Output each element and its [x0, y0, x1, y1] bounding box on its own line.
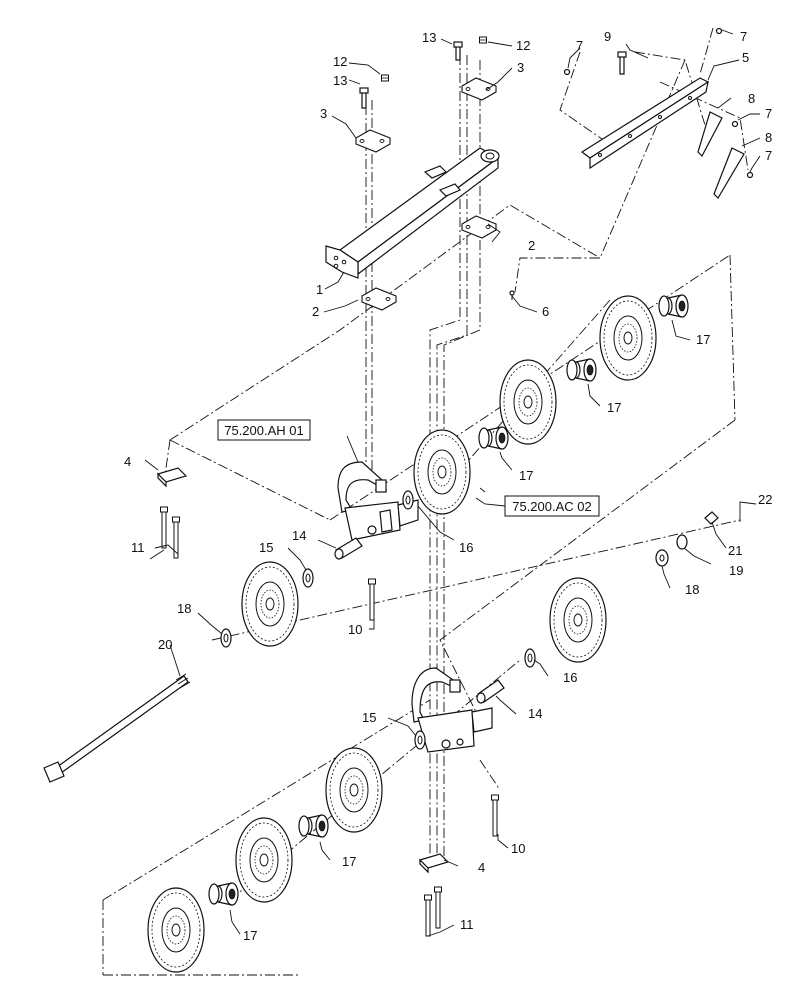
leader-lines [144, 29, 761, 937]
callout-17: 17 [696, 332, 710, 347]
lower-discs [147, 577, 607, 973]
callout-17: 17 [519, 468, 533, 483]
callout-7: 7 [765, 148, 772, 163]
callout-16: 16 [563, 670, 577, 685]
callout-11: 11 [460, 917, 474, 932]
upper-shaft-pin [334, 537, 363, 560]
callout-numbers: 1 2 2 3 3 4 4 5 6 7 7 7 7 8 8 9 10 10 11… [124, 29, 772, 943]
callout-9: 9 [604, 29, 611, 44]
main-frame-tube [325, 147, 500, 279]
callout-2: 2 [312, 304, 319, 319]
callout-8: 8 [765, 130, 772, 145]
callout-15: 15 [259, 540, 273, 555]
callout-4: 4 [124, 454, 131, 469]
callout-10: 10 [511, 841, 525, 856]
callout-7: 7 [765, 106, 772, 121]
reference-box-ah[interactable]: 75.200.AH 01 [217, 419, 311, 441]
small-nuts [563, 27, 754, 179]
callout-12: 12 [516, 38, 530, 53]
callout-3: 3 [320, 106, 327, 121]
lower-hanger-arm [411, 667, 493, 753]
reference-label-ah[interactable]: 75.200.AH 01 [224, 423, 304, 438]
callout-12: 12 [333, 54, 347, 69]
callout-14: 14 [528, 706, 542, 721]
callout-10: 10 [348, 622, 362, 637]
callout-13: 13 [422, 30, 436, 45]
lower-mount-plate [418, 853, 450, 874]
callout-11: 11 [131, 540, 145, 555]
callout-20: 20 [158, 637, 172, 652]
callout-13: 13 [333, 73, 347, 88]
scraper-bar [580, 77, 710, 170]
reference-label-ac[interactable]: 75.200.AC 02 [512, 499, 592, 514]
callout-17: 17 [342, 854, 356, 869]
scraper-blades [697, 111, 745, 199]
callout-7: 7 [740, 29, 747, 44]
callout-22: 22 [758, 492, 772, 507]
callout-2: 2 [528, 238, 535, 253]
callout-18: 18 [685, 582, 699, 597]
callout-3: 3 [517, 60, 524, 75]
callout-14: 14 [292, 528, 306, 543]
lower-shaft-pin [476, 679, 505, 704]
callout-1: 1 [316, 282, 323, 297]
upper-hanger-arm [337, 461, 419, 541]
callout-21: 21 [728, 543, 742, 558]
callout-7: 7 [576, 38, 583, 53]
long-axle [43, 673, 191, 783]
callout-18: 18 [177, 601, 191, 616]
callout-15: 15 [362, 710, 376, 725]
callout-17: 17 [607, 400, 621, 415]
upper-mount-plate [156, 467, 188, 488]
reference-box-ac[interactable]: 75.200.AC 02 [475, 495, 600, 517]
callout-16: 16 [459, 540, 473, 555]
callout-6: 6 [542, 304, 549, 319]
callout-19: 19 [729, 563, 743, 578]
callout-17: 17 [243, 928, 257, 943]
callout-5: 5 [742, 50, 749, 65]
right-hardware [655, 511, 719, 567]
upper-hardware [359, 36, 515, 300]
callout-8: 8 [748, 91, 755, 106]
callout-4: 4 [478, 860, 485, 875]
